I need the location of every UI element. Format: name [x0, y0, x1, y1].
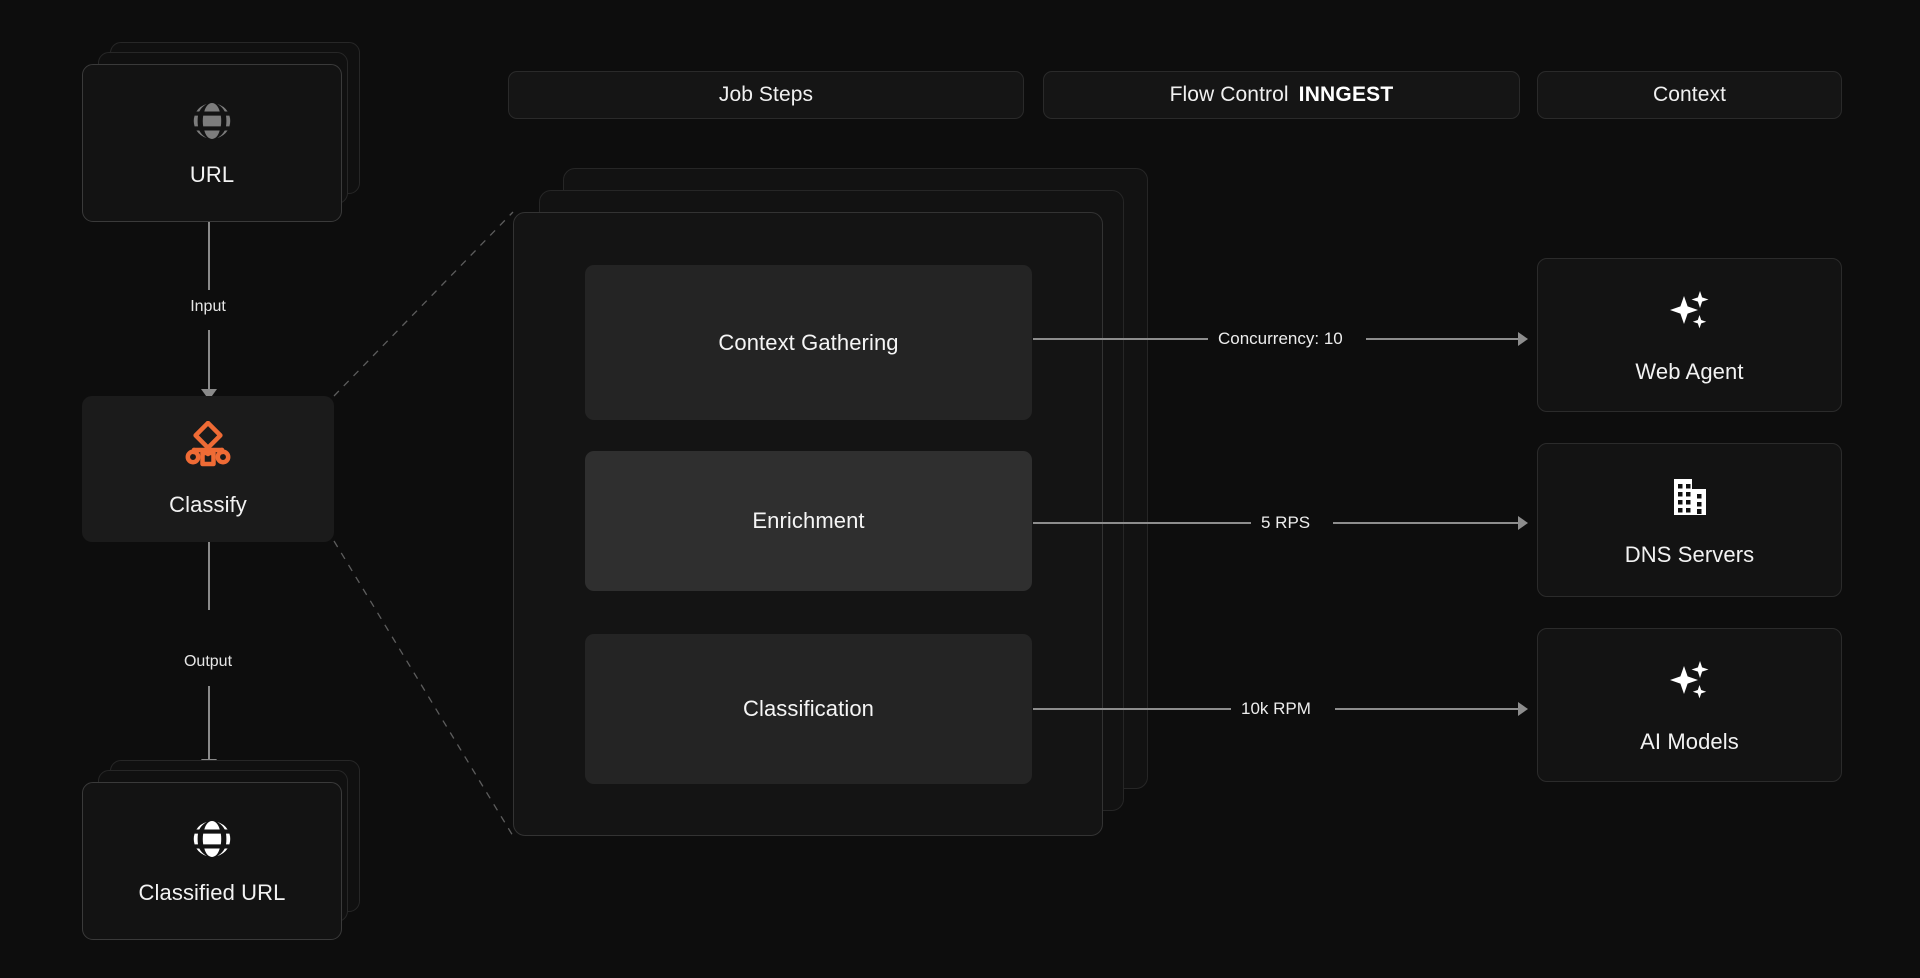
- flow-connector-rpm: 10k RPM: [1033, 694, 1530, 724]
- header-pill-label: Context: [1652, 83, 1727, 106]
- url-input-card-label: URL: [189, 161, 235, 187]
- connector-line-left: [1033, 338, 1208, 340]
- classified-url-card-label: Classified URL: [138, 879, 286, 905]
- connector-arrowhead: [1518, 332, 1528, 346]
- input-edge-line-lower: [208, 330, 210, 392]
- url-input-card[interactable]: URL: [82, 64, 342, 222]
- context-card-dns-servers[interactable]: DNS Servers: [1537, 443, 1842, 597]
- connector-line-right: [1335, 708, 1518, 710]
- flow-connector-concurrency: Concurrency: 10: [1033, 324, 1530, 354]
- context-card-label: DNS Servers: [1624, 541, 1755, 567]
- flow-connector-label: 10k RPM: [1241, 699, 1311, 718]
- context-card-label: Web Agent: [1635, 358, 1744, 384]
- job-step-context-gathering[interactable]: Context Gathering: [585, 265, 1032, 420]
- url-input-card-stack[interactable]: URL: [82, 42, 362, 222]
- job-step-label: Classification: [742, 696, 874, 721]
- classify-node-label: Classify: [169, 491, 247, 517]
- context-card-label: AI Models: [1640, 728, 1739, 754]
- connector-line-right: [1366, 338, 1518, 340]
- input-edge-arrowhead: [201, 389, 217, 400]
- connector-line-left: [1033, 708, 1231, 710]
- output-edge-line-lower: [208, 686, 210, 761]
- input-edge-line-upper: [208, 222, 210, 290]
- globe-icon: [190, 817, 234, 866]
- header-pill-flow-control[interactable]: Flow Control INNGEST: [1043, 71, 1520, 119]
- flow-connector-rps: 5 RPS: [1033, 508, 1530, 538]
- flow-connector-label: Concurrency: 10: [1218, 329, 1343, 348]
- sparkles-icon: [1664, 286, 1716, 343]
- connector-arrowhead: [1518, 702, 1528, 716]
- flow-connector-label: 5 RPS: [1261, 513, 1311, 532]
- workflow-branch-icon: [182, 420, 234, 478]
- globe-icon: [190, 99, 234, 148]
- classified-url-card[interactable]: Classified URL: [82, 782, 342, 940]
- job-step-label: Enrichment: [752, 508, 865, 533]
- output-edge-label: Output: [183, 653, 233, 670]
- header-pill-label: Flow Control: [1169, 83, 1289, 106]
- connector-line-left: [1033, 522, 1251, 524]
- header-pill-context[interactable]: Context: [1537, 71, 1842, 119]
- inngest-wordmark: INNGEST: [1298, 83, 1394, 106]
- job-step-label: Context Gathering: [718, 329, 899, 355]
- classify-node[interactable]: Classify: [82, 396, 334, 542]
- context-card-web-agent[interactable]: Web Agent: [1537, 258, 1842, 412]
- input-edge-label: Input: [190, 298, 226, 315]
- context-card-ai-models[interactable]: AI Models: [1537, 628, 1842, 782]
- connector-arrowhead: [1518, 516, 1528, 530]
- building-icon: [1666, 473, 1714, 526]
- header-pill-job-steps[interactable]: Job Steps: [508, 71, 1024, 119]
- classified-url-card-stack[interactable]: Classified URL: [82, 760, 362, 940]
- job-step-enrichment[interactable]: Enrichment: [585, 451, 1032, 591]
- sparkles-icon: [1664, 656, 1716, 713]
- connector-line-right: [1333, 522, 1518, 524]
- output-edge-line-upper: [208, 542, 210, 610]
- header-pill-label: Job Steps: [718, 83, 814, 106]
- job-steps-panel[interactable]: Context Gathering Enrichment Classificat…: [513, 212, 1103, 836]
- job-step-classification[interactable]: Classification: [585, 634, 1032, 784]
